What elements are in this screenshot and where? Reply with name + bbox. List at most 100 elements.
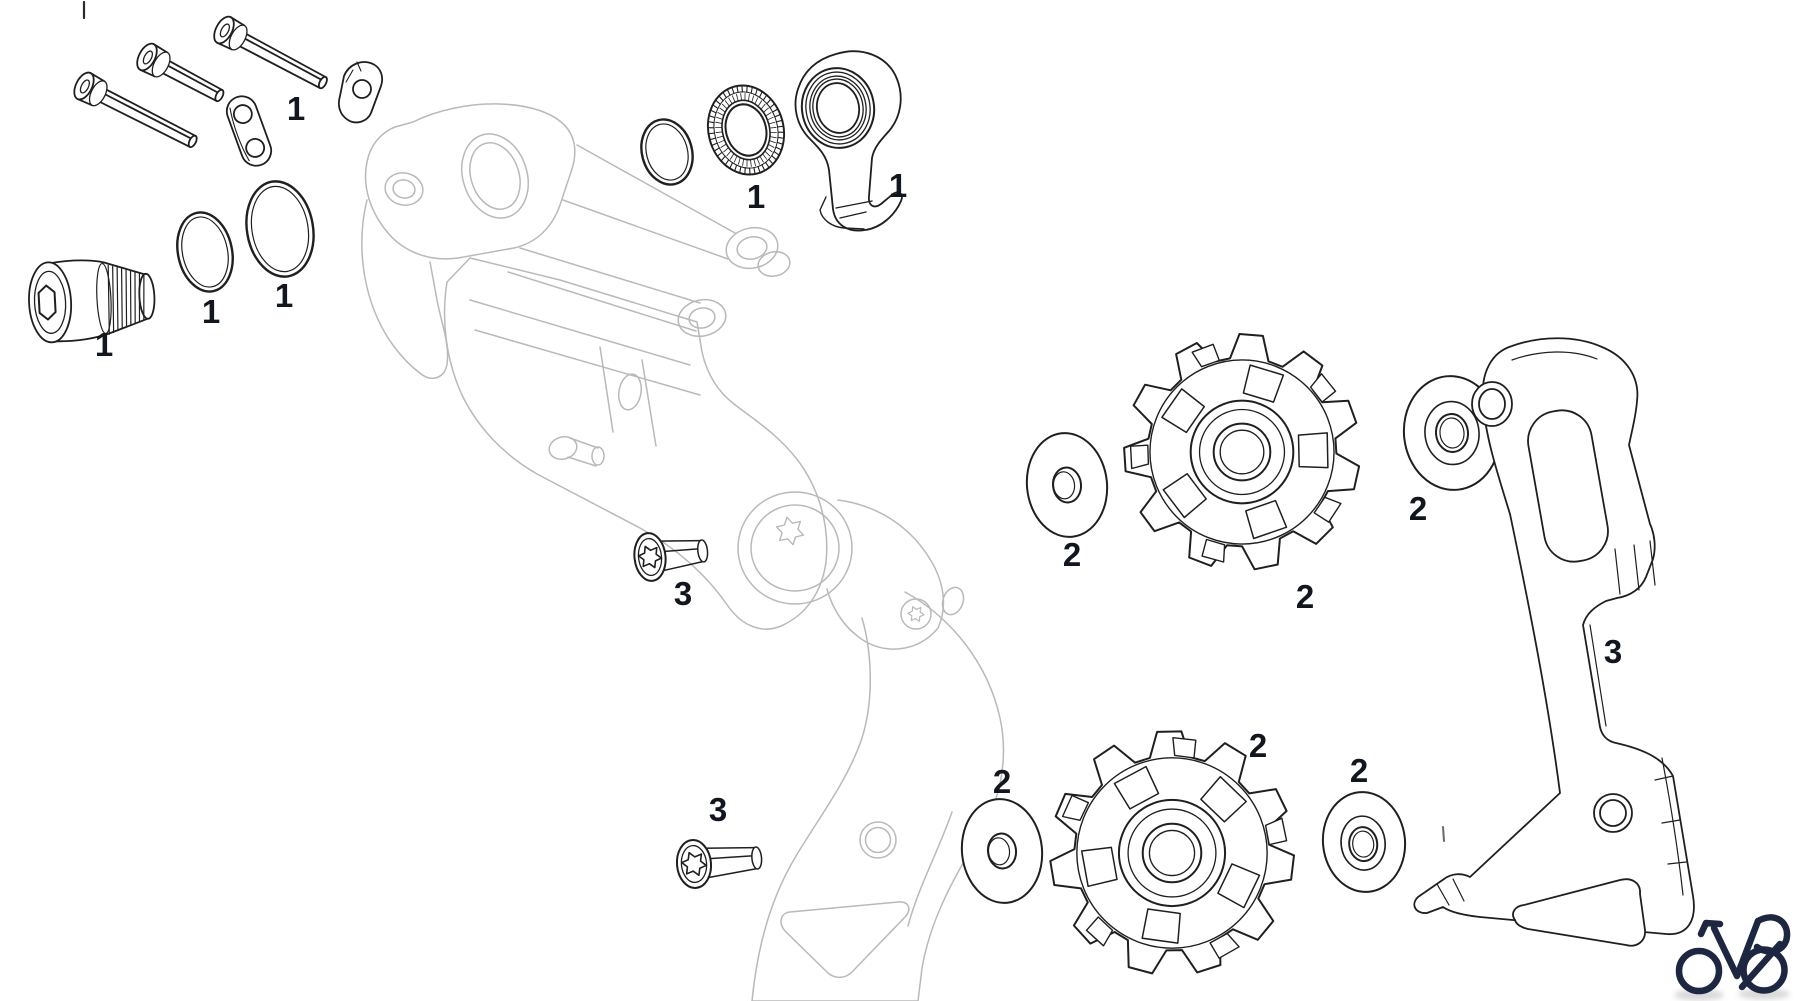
callout-torx-bolt-upper: 3 bbox=[674, 575, 692, 612]
pulley-rim-block bbox=[1313, 496, 1342, 523]
outer-plate-hole-inner bbox=[1599, 799, 1627, 827]
callout-outer-cage-plate: 3 bbox=[1604, 633, 1622, 670]
pulley-spoke-block bbox=[1161, 388, 1206, 434]
clamp-wedge-hole bbox=[352, 79, 372, 99]
parallelogram-arm-lower bbox=[507, 247, 701, 332]
link-plate-body bbox=[225, 95, 273, 167]
thread-tick bbox=[134, 271, 136, 325]
o-ring-large bbox=[245, 180, 315, 278]
knurl-tick bbox=[731, 95, 736, 103]
knurl-tick bbox=[715, 121, 723, 124]
bolt-tip bbox=[187, 134, 198, 148]
knurl-tick bbox=[736, 93, 739, 101]
knurl-tick bbox=[768, 158, 774, 165]
pulley-spoke-block bbox=[1080, 846, 1118, 888]
pulley-bearing-inner bbox=[1198, 408, 1286, 496]
logo-frame bbox=[1710, 917, 1762, 980]
knurl-tick bbox=[764, 151, 771, 157]
callout-o-ring-small: 1 bbox=[202, 293, 220, 330]
plug-hex-socket bbox=[37, 284, 57, 321]
knurl-tick bbox=[770, 131, 777, 133]
pulley-bore-inner bbox=[1219, 429, 1265, 475]
hanger-outline bbox=[794, 50, 903, 232]
outer-plate-outline bbox=[1413, 337, 1695, 935]
torx-bolt-lower bbox=[675, 839, 763, 889]
arm-boss-inner bbox=[736, 236, 768, 260]
knurl-tick bbox=[713, 147, 720, 152]
p-knuckle-cover bbox=[737, 491, 853, 605]
bolt-head-inner bbox=[637, 537, 663, 577]
washer-hole-inner bbox=[987, 837, 1011, 866]
b-knuckle-boss-inner bbox=[392, 179, 416, 199]
plug-threads bbox=[107, 264, 145, 335]
bolt-shaft bbox=[94, 86, 197, 148]
bolt-tip bbox=[751, 846, 763, 870]
body-detail-lines bbox=[469, 299, 701, 447]
knurl-tick bbox=[753, 167, 756, 175]
parallelogram-arm-upper bbox=[562, 144, 736, 260]
fixing-bolt-long bbox=[213, 15, 328, 90]
arm-boss-3-inner bbox=[688, 307, 716, 329]
logo-leg bbox=[1738, 940, 1784, 991]
derailleur-hanger bbox=[794, 50, 903, 232]
arm-boss-3 bbox=[677, 298, 727, 338]
bolt-shaft bbox=[657, 539, 705, 572]
pulley-rim bbox=[1149, 359, 1335, 545]
knurl-tick bbox=[720, 155, 726, 162]
knurl-tick bbox=[750, 86, 753, 94]
knurl-tick bbox=[717, 112, 724, 116]
knurl-tick bbox=[756, 157, 761, 165]
bolt-shaft bbox=[233, 30, 327, 89]
knurl-tick bbox=[741, 84, 743, 93]
clamp-wedge-facet bbox=[345, 61, 362, 83]
pulley-rim-block bbox=[1201, 538, 1226, 563]
callout-knurled-lockring: 1 bbox=[747, 178, 765, 215]
fixing-bolt-short bbox=[136, 42, 225, 103]
pulley-spoke-block bbox=[1200, 775, 1247, 823]
knurl-tick bbox=[722, 91, 728, 99]
main-body-outline bbox=[443, 257, 828, 630]
knurl-tick bbox=[749, 167, 751, 176]
bicycle-logo bbox=[1674, 914, 1791, 1001]
callout-torx-bolt-lower: 3 bbox=[709, 791, 727, 828]
knurl-tick bbox=[716, 135, 724, 139]
callout-bolt-and-link-kit: 1 bbox=[287, 90, 305, 127]
knurl-tick bbox=[724, 100, 730, 107]
bolt-socket-icon bbox=[219, 23, 231, 38]
pulley-rim bbox=[1076, 757, 1268, 949]
pulley-bearing-inner bbox=[1127, 808, 1217, 898]
knurl-tick bbox=[757, 165, 761, 174]
knurl-tick bbox=[726, 88, 731, 96]
pulley-spoke-block bbox=[1245, 499, 1288, 540]
logo-shadow bbox=[1738, 988, 1790, 1000]
callout-washer-lower-right: 2 bbox=[1350, 752, 1368, 789]
left-lobe bbox=[361, 199, 449, 379]
b-knuckle-ring-inner bbox=[469, 142, 521, 210]
torx-star-icon bbox=[680, 851, 708, 877]
pulley-rim-block bbox=[1085, 916, 1114, 947]
knurl-tick bbox=[716, 116, 723, 120]
thread-tick bbox=[125, 269, 128, 328]
p-knuckle-cover-inner bbox=[750, 504, 840, 592]
pulley-rim-block bbox=[1309, 373, 1337, 403]
bore-ring bbox=[805, 71, 871, 145]
clamp-wedge bbox=[337, 61, 384, 124]
outer-cage-plate bbox=[1413, 337, 1695, 947]
pulley-rim-block bbox=[1209, 932, 1240, 959]
knurl-tick bbox=[774, 113, 781, 118]
inner-cage-cutout bbox=[780, 901, 910, 979]
knurl-tick bbox=[766, 98, 772, 105]
outer-plate-slot bbox=[1527, 409, 1609, 563]
pulley-spoke-block bbox=[1113, 765, 1160, 810]
knurl-tick bbox=[731, 86, 735, 95]
knurl-tick bbox=[723, 147, 729, 153]
callout-o-ring-large: 1 bbox=[275, 277, 293, 314]
washer-hub bbox=[1340, 815, 1386, 871]
washer-hole-inner bbox=[1052, 471, 1076, 500]
link-plate-hole-bottom bbox=[245, 138, 266, 158]
p-knuckle-lobe bbox=[826, 499, 945, 650]
washer-lower-left bbox=[960, 798, 1044, 904]
thread-tick bbox=[112, 265, 115, 334]
callout-washer-upper-right: 2 bbox=[1409, 490, 1427, 527]
